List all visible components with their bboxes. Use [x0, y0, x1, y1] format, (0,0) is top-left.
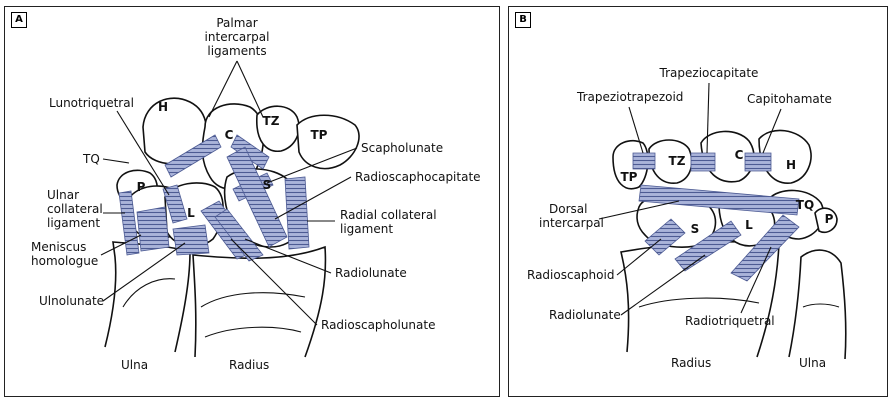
trapeziocapitate-ligament	[690, 152, 716, 172]
label-radiolunate-b: Radiolunate	[549, 308, 621, 322]
label-capitohamate: Capitohamate	[747, 92, 832, 106]
palmar-wrist-diagram: H C TZ TP P S L Palmar intercarpal ligam…	[31, 16, 481, 372]
label-radioscapholunate: Radioscapholunate	[321, 318, 435, 332]
radiotriquetral-ligament	[730, 214, 800, 282]
bone-label-b-h: H	[786, 158, 796, 172]
label-palmar-3: ligaments	[207, 44, 266, 58]
label-scapholunate: Scapholunate	[361, 141, 443, 155]
pisiform-bone-b	[814, 207, 838, 234]
label-meniscus-2: homologue	[31, 254, 98, 268]
label-radioscaphocapitate: Radioscaphocapitate	[355, 170, 481, 184]
radiolunate-ligament-b	[674, 220, 742, 272]
bone-label-b-tz: TZ	[669, 154, 686, 168]
label-radioscaphoid: Radioscaphoid	[527, 268, 614, 282]
ulna-bone	[104, 241, 191, 353]
label-palmar-2: intercarpal	[205, 30, 270, 44]
label-ulnar-1: Ulnar	[47, 188, 79, 202]
trapezium-bone	[296, 114, 360, 170]
dorsal-wrist-diagram: TP TZ C H TQ P S L Trapeziocapitate Trap…	[527, 66, 847, 370]
label-trapeziotrapezoid: Trapeziotrapezoid	[576, 90, 683, 104]
bone-label-l: L	[187, 206, 195, 220]
bone-label-c: C	[225, 128, 234, 142]
label-dorsal-1: Dorsal	[549, 202, 587, 216]
ulna-bone-b	[788, 249, 847, 360]
panel-b-dorsal-view: B TP TZ C H TQ P	[508, 6, 888, 397]
label-ulna-b: Ulna	[799, 356, 826, 370]
trapezoid-bone-b	[648, 139, 693, 184]
bone-label-h: H	[158, 100, 168, 114]
bone-label-b-tp: TP	[621, 170, 638, 184]
bone-label-b-l: L	[745, 218, 753, 232]
label-radial-1: Radial collateral	[340, 208, 437, 222]
bone-label-tz: TZ	[263, 114, 280, 128]
label-radiotriquetral: Radiotriquetral	[685, 314, 775, 328]
bone-label-b-p: P	[825, 212, 834, 226]
label-meniscus-1: Meniscus	[31, 240, 86, 254]
bone-label-b-s: S	[691, 222, 700, 236]
panel-a-tag: A	[11, 12, 27, 28]
bone-label-s: S	[263, 178, 272, 192]
label-ulna: Ulna	[121, 358, 148, 372]
label-dorsal-2: intercarpal	[539, 216, 604, 230]
trapezoid-bone	[256, 105, 300, 152]
capitohamate-ligament	[744, 152, 772, 172]
bone-label-b-c: C	[735, 148, 744, 162]
radioscaphocapitate-ligament	[226, 146, 288, 248]
panel-b-tag: B	[515, 12, 531, 28]
trapeziotrapezoid-ligament	[632, 152, 656, 170]
bone-label-p: P	[137, 180, 146, 194]
ulnolunate-ligament	[172, 224, 210, 256]
radioscaphoid-ligament	[644, 218, 686, 256]
label-lunotriquetral: Lunotriquetral	[49, 96, 134, 110]
label-radius-b: Radius	[671, 356, 711, 370]
label-ulnar-3: ligament	[47, 216, 100, 230]
meniscus-homologue	[136, 206, 170, 252]
label-radial-2: ligament	[340, 222, 393, 236]
dorsal-intercarpal-ligament	[638, 184, 800, 216]
label-radius: Radius	[229, 358, 269, 372]
label-radiolunate: Radiolunate	[335, 266, 407, 280]
bone-label-tp: TP	[311, 128, 328, 142]
label-ulnar-2: collateral	[47, 202, 103, 216]
label-tq: TQ	[82, 152, 100, 166]
palmar-intercarpal-ligament-right	[230, 134, 270, 170]
bone-label-b-tq: TQ	[796, 198, 814, 212]
label-trapeziocapitate: Trapeziocapitate	[659, 66, 759, 80]
palmar-intercarpal-ligament-left	[164, 134, 222, 178]
hamate-bone-b	[758, 129, 812, 184]
label-palmar-1: Palmar	[216, 16, 257, 30]
panel-a-palmar-view: A H C TZ	[4, 6, 500, 397]
radial-collateral-ligament	[284, 176, 310, 250]
label-ulnolunate: Ulnolunate	[39, 294, 104, 308]
